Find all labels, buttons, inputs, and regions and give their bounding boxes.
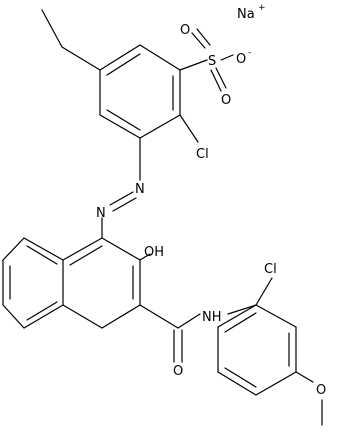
anion-charge-label: - bbox=[248, 48, 251, 58]
sulfonate-oxygen-top-label: O bbox=[180, 23, 190, 38]
sulfonate-oxygen-anion-label: O bbox=[236, 52, 246, 67]
sodium-counterion-label: Na bbox=[237, 7, 255, 22]
sulfonate-group bbox=[179, 28, 234, 92]
amide-nh-label: NH bbox=[202, 310, 222, 325]
upper-chloro-bond bbox=[179, 114, 199, 143]
lower-chloro-bond bbox=[255, 277, 273, 306]
amide-group bbox=[139, 304, 201, 363]
sulfonate-oxygen-bottom-label: O bbox=[221, 93, 231, 108]
lower-chloro-label: Cl bbox=[264, 262, 277, 277]
azo-nitrogen-1-label: N bbox=[135, 182, 145, 197]
methoxy-oxygen-label: O bbox=[316, 383, 326, 398]
methoxy-group bbox=[295, 371, 323, 426]
hydroxy-label: OH bbox=[144, 245, 164, 260]
naphthalene-ring-system bbox=[2, 237, 141, 329]
hydroxy-bond bbox=[139, 253, 151, 261]
amide-oxygen-label: O bbox=[173, 364, 183, 379]
azo-nitrogen-2-label: N bbox=[96, 206, 106, 221]
ethyl-group bbox=[41, 9, 101, 71]
sulfonate-sulfur-label: S bbox=[208, 54, 216, 69]
lower-benzene-ring bbox=[217, 304, 297, 396]
azo-linkage bbox=[101, 137, 141, 239]
upper-chloro-label: Cl bbox=[196, 147, 209, 162]
upper-benzene-ring bbox=[99, 44, 181, 139]
sodium-charge-label: + bbox=[258, 3, 266, 13]
